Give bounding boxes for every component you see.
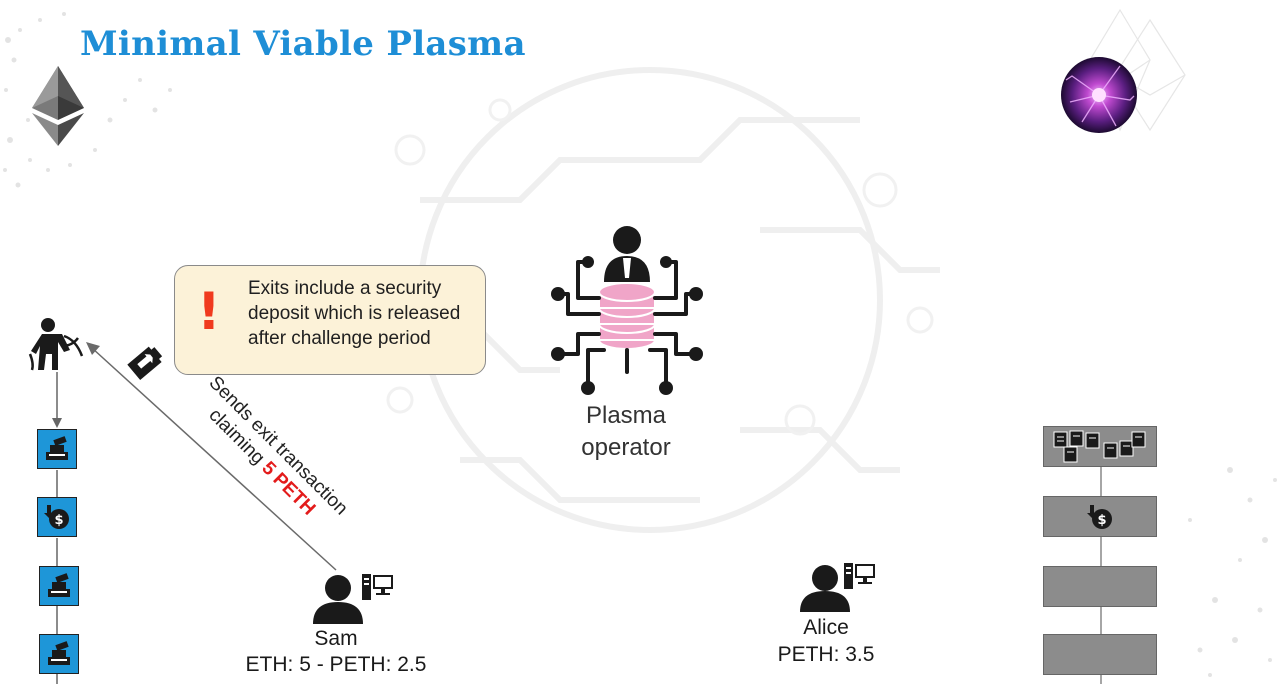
sam-name: Sam [314,627,358,650]
dollar-deposit-icon: $ [44,505,69,529]
cash-register-icon [48,641,70,665]
main-chain-connector [52,372,62,684]
callout-text: Exits include a security deposit which i… [248,278,461,349]
sam-computer-icon [362,574,393,600]
main-chain-block [39,634,79,674]
alice-name: Alice [803,616,849,639]
alice-balance: PETH: 3.5 [777,643,875,666]
plasma-ball-icon [1061,57,1137,133]
alice-avatar-icon [800,565,850,612]
documents-icon [1053,430,1146,462]
plasma-operator-label: Plasma operator [556,400,696,464]
exit-transaction-icon [127,346,163,380]
operator-label-line1: Plasma [585,402,667,429]
exclamation-icon: ! [197,282,221,342]
main-chain-block [37,429,77,469]
main-chain-block: $ [37,497,77,537]
miner-icon [28,318,84,371]
svg-text:$: $ [1097,513,1106,528]
sam-balance: ETH: 5 - PETH: 2.5 [245,653,427,676]
operator-label-line2: operator [581,434,671,461]
main-chain-block [39,566,79,606]
operator-database-icon [551,226,703,395]
cash-register-icon [48,573,70,597]
plasma-chain-connector [1100,466,1102,684]
ethereum-logo-icon [32,66,84,146]
plasma-chain-block: $ [1043,496,1157,537]
dollar-deposit-icon: $ [1087,504,1112,529]
svg-text:$: $ [54,513,63,528]
alice-computer-icon [844,563,875,589]
cash-register-icon [46,436,68,460]
plasma-chain-block [1043,426,1157,467]
security-deposit-callout: ! Exits include a security deposit which… [174,265,486,375]
slide-title: Minimal Viable Plasma [80,24,526,64]
plasma-chain-block [1043,566,1157,607]
sam-avatar-icon [313,575,363,624]
plasma-chain-block [1043,634,1157,675]
